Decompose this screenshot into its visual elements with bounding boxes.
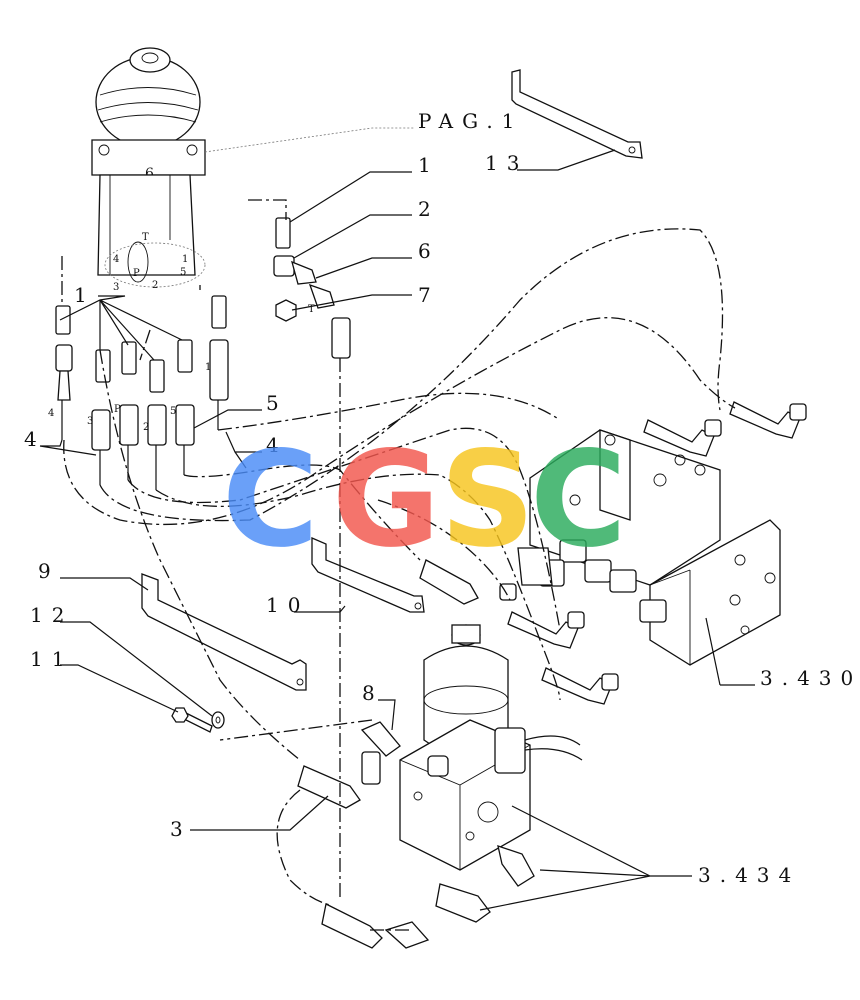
port-mark-3: 3	[113, 282, 119, 293]
hose-mark-4: 4	[48, 408, 54, 419]
accumulator-valve	[399, 624, 583, 871]
hose-routing	[61, 199, 736, 931]
svg-text:6: 6	[145, 166, 154, 182]
port-mark-1: 1	[182, 254, 188, 265]
hose-mark-1: 1	[205, 362, 211, 373]
accumulator-fittings	[297, 721, 535, 949]
callout-6: 6	[418, 239, 440, 263]
callout-labels: PAG.1 1 2 6 7 13 1 5 4 4 9 12 11 10 8 3 …	[24, 109, 860, 887]
port-mark-2: 2	[152, 280, 158, 291]
bracket-10	[311, 537, 425, 613]
callout-ref-3434: 3.434	[698, 863, 800, 887]
callout-12: 12	[30, 603, 73, 627]
callout-5: 5	[266, 391, 288, 415]
port-mark-4: 4	[113, 254, 119, 265]
callout-1: 1	[418, 153, 440, 177]
bracket-13	[511, 69, 643, 159]
bolt-and-washer	[171, 707, 225, 733]
valve-hose-fittings	[419, 401, 807, 705]
callout-13: 13	[485, 151, 528, 175]
callout-4-right: 4	[266, 433, 288, 457]
callout-2: 2	[418, 197, 440, 221]
callout-ref-3430: 3.430	[760, 666, 860, 690]
bracket-9	[141, 573, 307, 691]
watermark-letter-s: S	[440, 423, 535, 577]
watermark-letter-g: G	[332, 423, 440, 577]
port-mark-t-top: T	[142, 232, 149, 243]
port-mark-5: 5	[180, 267, 186, 278]
leader-lines	[39, 127, 755, 911]
port-mark-t-side: T	[308, 304, 315, 315]
watermark-letter-c2: C	[530, 423, 627, 577]
hose-mark-p: P	[114, 404, 121, 415]
control-valve-block	[517, 429, 781, 666]
callout-11: 11	[30, 647, 73, 671]
callout-10: 10	[266, 593, 309, 617]
joystick-assembly: 6 T P 4 3 1 2 5	[91, 47, 206, 293]
watermark-letter-c1: C	[222, 423, 319, 577]
tee-fitting-stack: T	[273, 217, 351, 359]
callout-7: 7	[418, 283, 440, 307]
callout-9: 9	[38, 559, 60, 583]
callout-8: 8	[362, 681, 384, 705]
callout-3: 3	[170, 817, 192, 841]
port-mark-p: P	[133, 268, 140, 279]
joystick-fittings: 4 3 P 2 5 1	[48, 295, 229, 490]
hose-mark-5: 5	[170, 406, 176, 417]
watermark-logo: C G S C	[222, 423, 627, 577]
callout-pag1: PAG.1	[418, 109, 523, 133]
callout-1-left: 1	[74, 283, 96, 307]
hose-mark-3: 3	[87, 416, 93, 427]
hose-mark-2: 2	[143, 422, 149, 433]
callout-4-left: 4	[24, 427, 46, 451]
